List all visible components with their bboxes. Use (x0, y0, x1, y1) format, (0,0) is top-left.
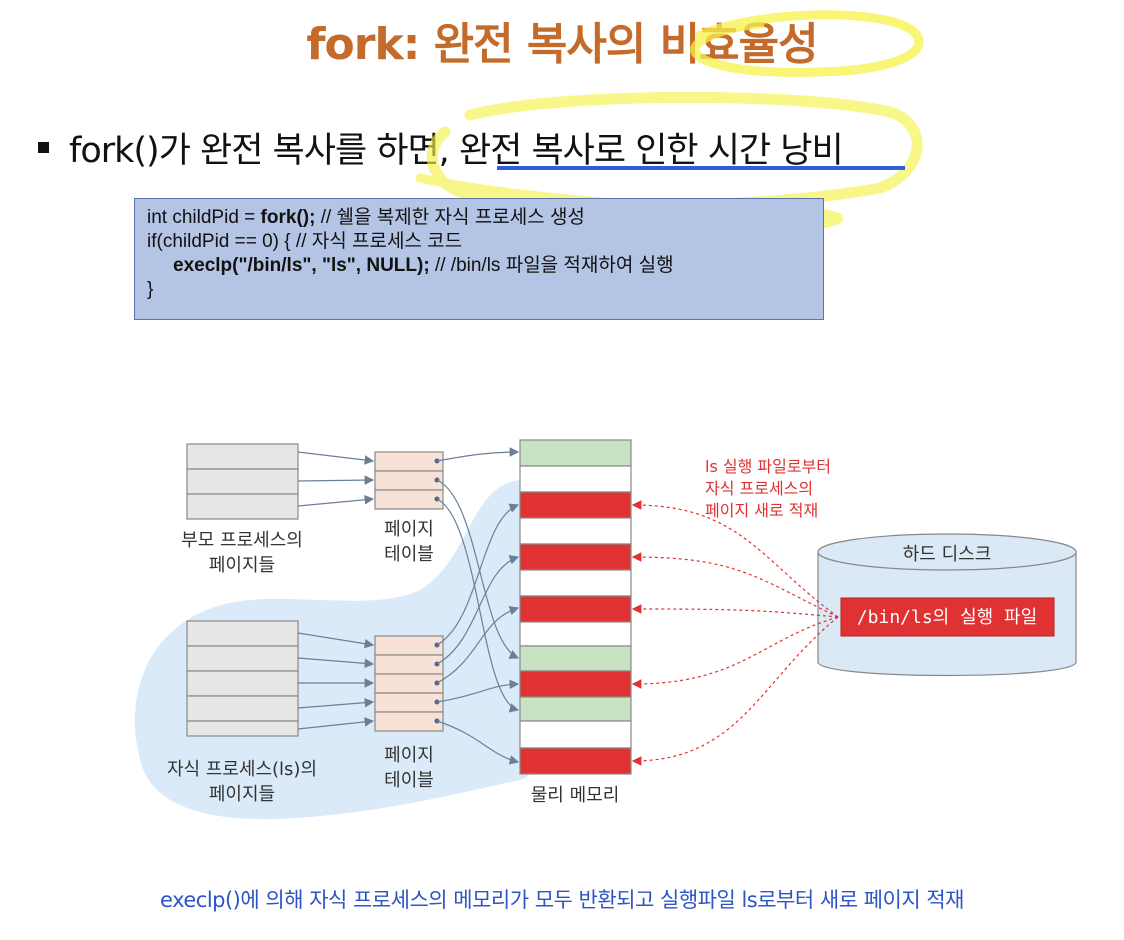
physical-memory (519, 439, 632, 775)
parent-table-label-1: 페이지 (384, 519, 434, 540)
code-line-3-comment: // /bin/ls 파일을 적재하여 실행 (429, 255, 674, 276)
code-line-2: if(childPid == 0) { // 자식 프로세스 코드 (147, 231, 463, 252)
disk-label: 하드 디스크 (903, 544, 992, 565)
load-arrows (631, 500, 839, 766)
bullet-square-icon (38, 141, 49, 153)
bullet-text: fork()가 완전 복사를 하면, (69, 131, 450, 171)
bullet-row: fork()가 완전 복사를 하면, 완전 복사로 인한 시간 낭비 (38, 122, 844, 173)
load-note-1: ls 실행 파일로부터 (705, 457, 831, 476)
bullet-underlined-text: 완전 복사로 인한 시간 낭비 (458, 131, 844, 171)
parent-pages (186, 443, 299, 520)
child-pages-label-2: 페이지들 (209, 784, 275, 805)
child-page-table (374, 635, 444, 732)
parent-page-arrows (297, 451, 375, 507)
code-line-4: } (147, 279, 154, 300)
child-table-label-2: 테이블 (384, 770, 434, 791)
title-highlight-scribble (690, 10, 924, 77)
parent-table-label-2: 테이블 (384, 544, 434, 565)
child-table-label-1: 페이지 (384, 745, 434, 766)
parent-pages-label-1: 부모 프로세스의 (181, 530, 303, 551)
parent-pages-label-2: 페이지들 (209, 555, 275, 576)
code-line-1: int childPid = fork(); // 쉘을 복제한 자식 프로세스… (147, 206, 823, 230)
load-note-2: 자식 프로세스의 (705, 479, 813, 498)
code-line-1-prefix: int childPid = (147, 207, 261, 228)
load-note-3: 페이지 새로 적재 (705, 501, 818, 520)
caption: execlp()에 의해 자식 프로세스의 메모리가 모두 반환되고 실행파일 … (160, 888, 964, 912)
memory-label: 물리 메모리 (531, 785, 620, 806)
code-fork-call: fork(); (260, 207, 316, 228)
code-line-1-comment: // 쉘을 복제한 자식 프로세스 생성 (315, 207, 585, 228)
file-label: /bin/ls의 실행 파일 (857, 607, 1037, 628)
code-box: int childPid = fork(); // 쉘을 복제한 자식 프로세스… (134, 198, 824, 320)
parent-page-table (374, 451, 444, 510)
code-execlp-call: execlp("/bin/ls", "ls", NULL); (173, 255, 430, 276)
child-pages (186, 620, 299, 737)
hard-disk-icon (817, 533, 1077, 677)
child-page-arrows (297, 632, 375, 730)
code-line-3: execlp("/bin/ls", "ls", NULL); // /bin/l… (147, 254, 823, 278)
child-pages-label-1: 자식 프로세스(ls)의 (167, 759, 317, 780)
child-table-arrows (436, 503, 520, 765)
